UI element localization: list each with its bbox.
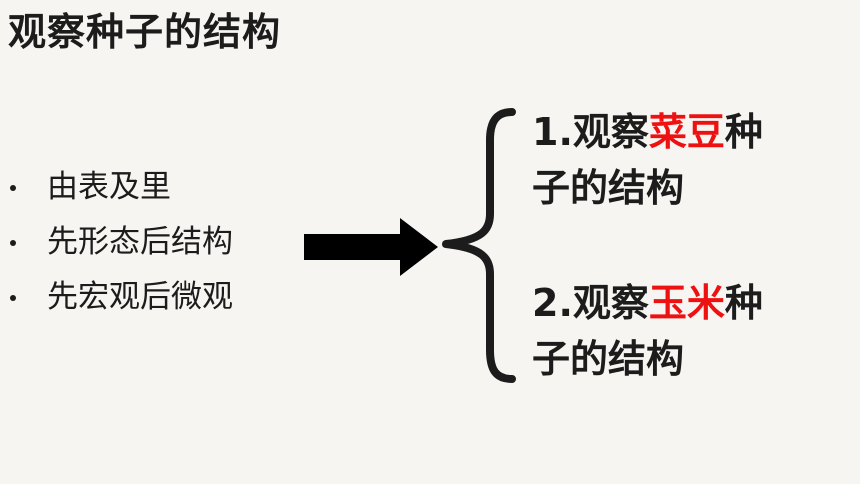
point-1-suffix: 子的结构 xyxy=(532,166,685,210)
point-1-prefix: 1.观察 xyxy=(532,110,649,154)
point-2-middle: 种 xyxy=(724,281,763,325)
point-2-highlight: 玉米 xyxy=(648,281,725,325)
point-1: 1.观察菜豆种子的结构 xyxy=(532,104,832,216)
point-1-middle: 种 xyxy=(724,110,763,154)
right-arrow-icon xyxy=(304,218,438,276)
bullet-list: 由表及里 先形态后结构 先宏观后微观 xyxy=(10,160,233,325)
bullet-text: 由表及里 xyxy=(47,169,171,205)
bullet-item: 先宏观后微观 xyxy=(10,270,233,325)
bullet-text: 先宏观后微观 xyxy=(47,279,233,315)
point-1-highlight: 菜豆 xyxy=(648,110,725,154)
point-2-prefix: 2.观察 xyxy=(532,281,649,325)
bullet-item: 由表及里 xyxy=(10,160,233,215)
bullet-dot xyxy=(10,294,16,301)
bullet-dot xyxy=(10,239,16,246)
slide-title: 观察种子的结构 xyxy=(8,10,282,54)
point-2: 2.观察玉米种子的结构 xyxy=(532,275,832,387)
bullet-dot xyxy=(10,184,16,191)
bullet-text: 先形态后结构 xyxy=(47,224,233,260)
point-2-suffix: 子的结构 xyxy=(532,337,685,381)
left-curly-brace xyxy=(442,108,516,383)
bullet-item: 先形态后结构 xyxy=(10,215,233,270)
